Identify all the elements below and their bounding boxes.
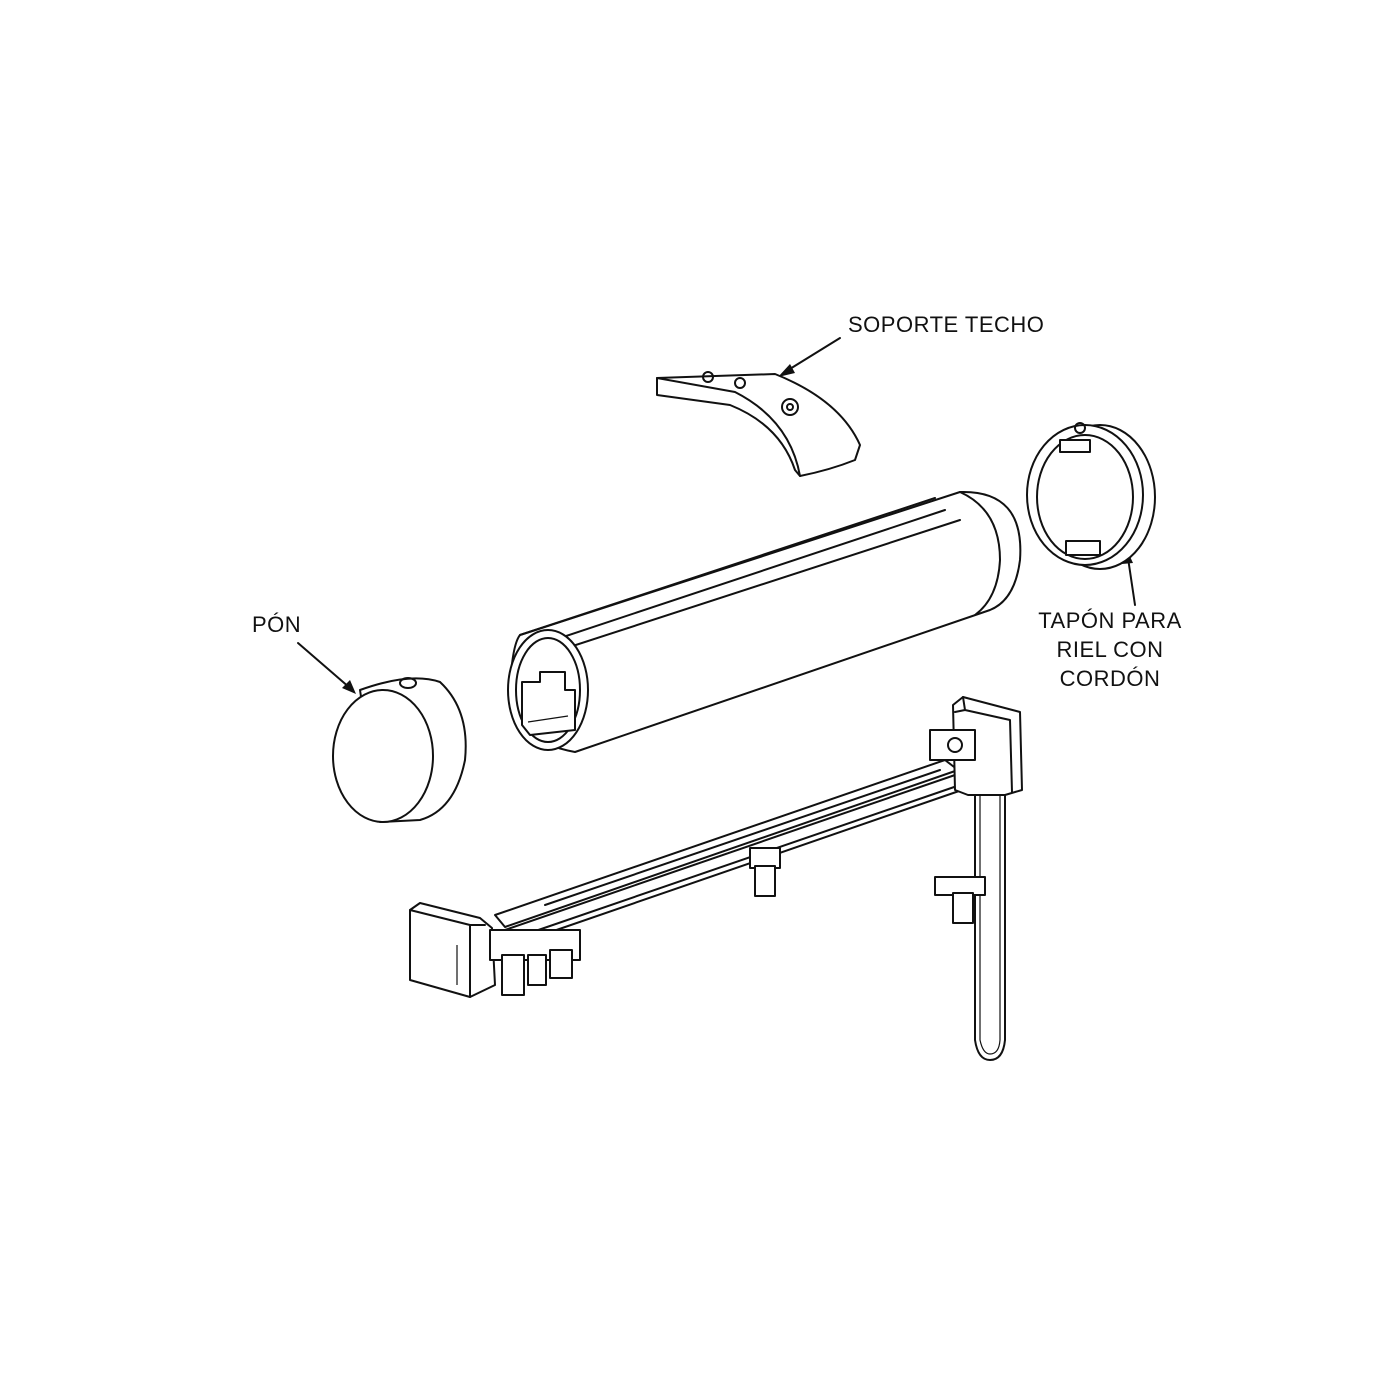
end-cap	[332, 677, 467, 823]
label-soporte-techo: SOPORTE TECHO	[848, 312, 1045, 337]
leader-pon	[297, 642, 356, 694]
cord-end-cap	[1026, 422, 1156, 570]
leader-soporte-techo	[778, 337, 841, 377]
label-pon: PÓN	[252, 612, 302, 637]
cord-rail-assembly	[409, 696, 1023, 1061]
label-line-3: CORDÓN	[1059, 666, 1161, 691]
rail-profile	[507, 490, 1022, 753]
label-line-1: TAPÓN PARA	[1038, 608, 1182, 633]
label-line-2: RIEL CON	[1056, 637, 1164, 662]
ceiling-bracket	[656, 371, 861, 477]
label-tapon-para-riel: TAPÓN PARA RIEL CON CORDÓN	[1030, 606, 1190, 693]
